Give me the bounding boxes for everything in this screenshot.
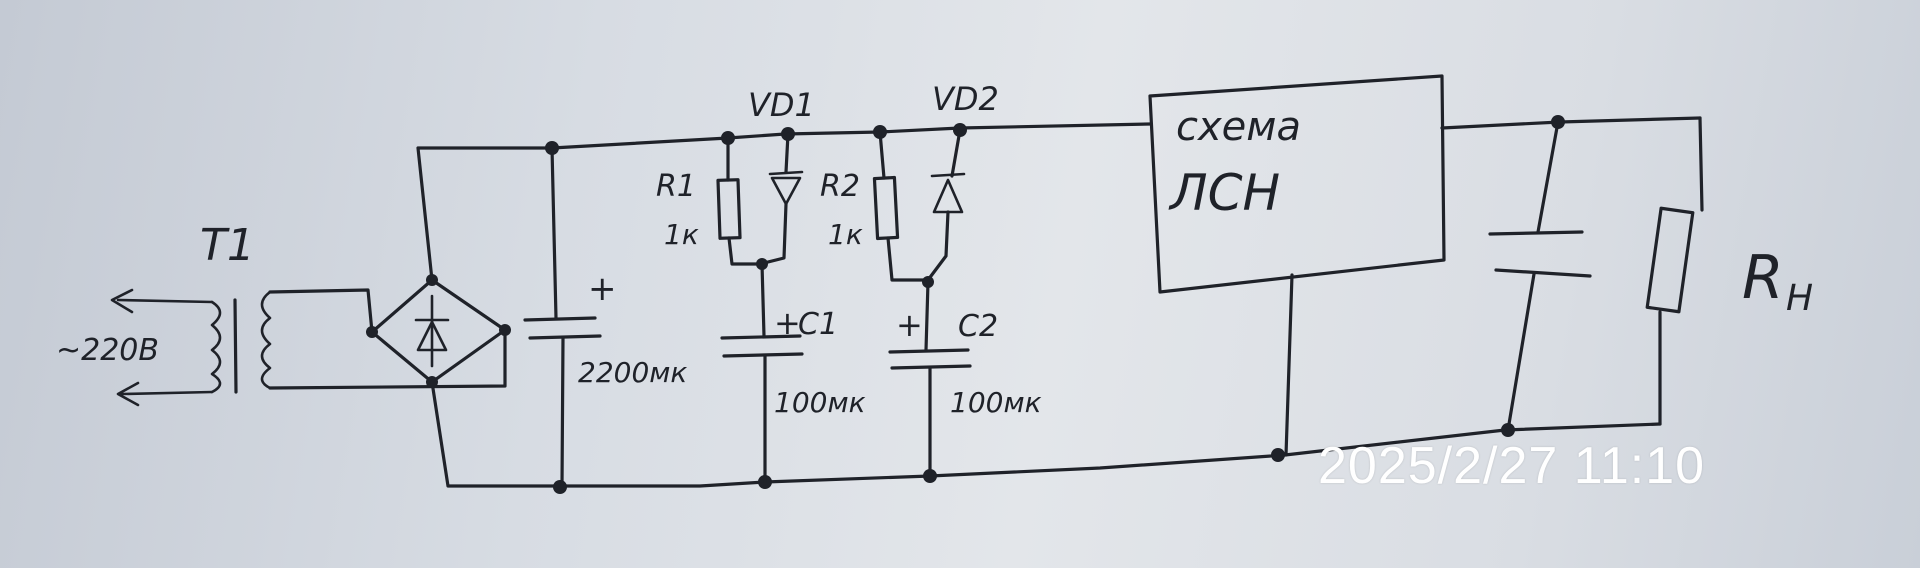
- c1-value: 100мк: [774, 386, 866, 419]
- r2-label: R2: [820, 169, 860, 204]
- vd2-label: VD2: [932, 80, 999, 118]
- load-label: R: [1742, 243, 1784, 313]
- secondary-lead-top: [268, 288, 374, 334]
- output-cap-plate-top: [1488, 230, 1584, 236]
- c1-polarity: +: [774, 304, 801, 342]
- block-line-1: схема: [1176, 104, 1301, 150]
- primary-winding: [210, 300, 222, 394]
- main-capacitor: + 2200мк: [523, 146, 687, 488]
- stage-2: R2 1к VD2 + C2 100мк: [820, 80, 1042, 478]
- regulator-block: схема ЛСН: [1148, 74, 1446, 457]
- load-resistor: [1645, 206, 1695, 314]
- timestamp-overlay: 2025/2/27 11:10: [1318, 437, 1706, 495]
- transformer-label: T1: [200, 220, 255, 271]
- vd1-diode-icon: [770, 176, 802, 206]
- bottom-rail: [558, 422, 1662, 488]
- load-subscript: Н: [1786, 278, 1813, 319]
- main-cap-polarity: +: [588, 269, 617, 309]
- bridge-diamond: [370, 278, 507, 384]
- r2-value: 1к: [828, 218, 863, 251]
- r1-value: 1к: [664, 218, 699, 251]
- output-rail: [1440, 116, 1702, 130]
- output-stage: R Н: [1440, 115, 1813, 432]
- block-line-2: ЛСН: [1168, 164, 1280, 222]
- bridge-plus-lead: [416, 146, 554, 282]
- transformer-core: [233, 298, 238, 394]
- top-rail: [550, 122, 1152, 150]
- c1-label: C1: [798, 307, 838, 342]
- input-arrow-top: [110, 288, 214, 314]
- main-cap-value: 2200мк: [578, 356, 687, 389]
- vd1-label: VD1: [748, 86, 815, 124]
- bridge-minus-lead: [430, 380, 562, 488]
- stage-1: R1 1к VD1 + C1 100мк: [656, 86, 866, 484]
- vd2-diode-icon: [932, 178, 964, 214]
- regulator-box: [1148, 74, 1446, 294]
- r1-resistor: [716, 178, 742, 240]
- c2-polarity: +: [896, 306, 923, 344]
- secondary-winding: [260, 290, 272, 390]
- r1-label: R1: [656, 169, 696, 204]
- r2-resistor: [872, 175, 900, 241]
- output-cap-plate-bottom: [1494, 268, 1592, 278]
- input-arrow-bottom: [116, 381, 214, 407]
- c2-value: 100мк: [950, 386, 1042, 419]
- c2-label: C2: [958, 309, 998, 344]
- secondary-lead-bottom: [268, 328, 507, 390]
- bridge-diode-icon: [416, 320, 448, 352]
- bridge-rectifier: [366, 146, 562, 488]
- input-voltage-label: ~220В: [56, 333, 159, 368]
- regulator-ground: [1284, 273, 1294, 457]
- transformer-t1: T1 ~220В: [56, 220, 507, 407]
